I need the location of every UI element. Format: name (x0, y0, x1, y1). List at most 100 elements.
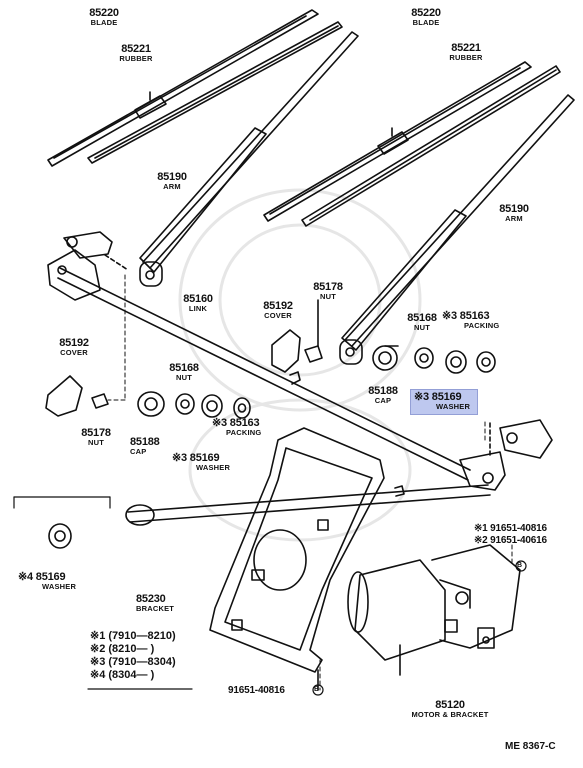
part-number: 85220 (411, 7, 441, 19)
bracket (209, 427, 385, 691)
legend-item: ※3 (7910—8304) (90, 656, 176, 668)
part-desc: RUBBER (119, 54, 153, 63)
part-desc: CAP (130, 447, 147, 456)
part-number: 85221 (451, 42, 481, 54)
part-number: 85188 (130, 436, 160, 448)
part-desc: WASHER (42, 582, 77, 591)
right-pivot-assembly (459, 419, 553, 491)
label-washer-4[interactable]: ※4 85169 WASHER (18, 572, 76, 591)
part-number: 85192 (263, 300, 293, 312)
drive-rod (125, 484, 491, 526)
label-packing-right[interactable]: ※3 85163 PACKING (442, 311, 499, 330)
part-number: 85178 (313, 281, 343, 293)
left-packing (233, 397, 251, 419)
part-desc: BLADE (412, 18, 440, 27)
label-washer-left[interactable]: ※3 85169 WASHER (172, 453, 230, 472)
left-arm (139, 31, 359, 287)
right-cap (372, 345, 399, 371)
part-desc: BLADE (90, 18, 118, 27)
left-small-nut (91, 393, 109, 409)
right-washer (445, 350, 467, 374)
label-cover-left[interactable]: 85192 COVER (52, 338, 96, 357)
part-desc: PACKING (464, 321, 500, 330)
part-number: 85188 (368, 385, 398, 397)
part-desc: COVER (60, 348, 88, 357)
label-nut-left-small[interactable]: 85178 NUT (74, 428, 118, 447)
part-desc: NUT (175, 373, 192, 382)
center-cover (271, 329, 301, 373)
part-desc: ARM (163, 182, 181, 191)
label-cap-left[interactable]: 85188 CAP (130, 437, 160, 456)
part-number: 85221 (121, 43, 151, 55)
label-arm-left[interactable]: 85190 ARM (150, 172, 194, 191)
part-number: 85190 (157, 171, 187, 183)
bolt-marker-right: B (517, 562, 523, 569)
legend-item: ※2 (8210— ) (90, 643, 155, 655)
label-motor[interactable]: 85120 MOTOR & BRACKET (380, 700, 520, 719)
left-cap (137, 391, 165, 417)
label-rubber-right[interactable]: 85221 RUBBER (438, 43, 494, 62)
label-arm-right[interactable]: 85190 ARM (492, 204, 536, 223)
right-blade (263, 61, 532, 222)
part-number: 85190 (499, 203, 529, 215)
center-nut (304, 299, 323, 363)
legend-item: ※1 (7910—8210) (90, 630, 176, 642)
part-desc: NUT (413, 323, 430, 332)
label-washer-right[interactable]: ※3 85169 WASHER (414, 392, 470, 411)
label-cover-center[interactable]: 85192 COVER (256, 301, 300, 320)
part-desc: BRACKET (136, 604, 175, 613)
label-bracket[interactable]: 85230 BRACKET (136, 594, 174, 613)
part-desc: NUT (87, 438, 104, 447)
part-desc: COVER (264, 311, 292, 320)
link-rod (57, 267, 471, 481)
watermark-logo (178, 188, 422, 542)
left-nut (175, 393, 195, 415)
right-arm (339, 94, 575, 365)
label-blade-right[interactable]: 85220 BLADE (396, 8, 456, 27)
part-number: 85220 (89, 7, 119, 19)
washer-4-bracket-line (13, 496, 111, 509)
right-nut (414, 347, 434, 369)
selected-part-highlight[interactable] (410, 389, 478, 415)
bolt-markers (312, 560, 527, 696)
part-number: 85230 (136, 593, 166, 605)
label-blade-left[interactable]: 85220 BLADE (74, 8, 134, 27)
part-desc: WASHER (196, 463, 231, 472)
label-nut-right[interactable]: 85168 NUT (400, 313, 444, 332)
part-desc: WASHER (436, 402, 471, 411)
left-blade (47, 9, 319, 167)
label-bolt-1[interactable]: ※1 91651-40816 (474, 523, 547, 534)
bolt-marker-bottom: B (314, 686, 320, 693)
part-number: 85120 (435, 699, 465, 711)
leader-lines (107, 274, 513, 691)
label-nut-left[interactable]: 85168 NUT (162, 363, 206, 382)
left-washer (201, 394, 223, 418)
legend-item: ※4 (8304— ) (90, 669, 155, 681)
part-number: ※3 85169 (414, 391, 462, 403)
label-packing-left[interactable]: ※3 85163 PACKING (212, 418, 261, 437)
part-desc: PACKING (226, 428, 262, 437)
part-number: 85178 (81, 427, 111, 439)
part-desc: ARM (505, 214, 523, 223)
label-bolt-2[interactable]: ※2 91651-40616 (474, 535, 547, 546)
label-rubber-left[interactable]: 85221 RUBBER (108, 44, 164, 63)
label-nut-center[interactable]: 85178 NUT (306, 282, 350, 301)
motor (347, 544, 521, 676)
right-packing (476, 351, 496, 373)
left-rubber (87, 21, 343, 164)
part-desc: NUT (319, 292, 336, 301)
washer-4 (48, 523, 72, 549)
right-rubber (301, 65, 561, 227)
part-number: 85192 (59, 337, 89, 349)
left-pivot-assembly (47, 231, 129, 301)
part-desc: MOTOR & BRACKET (411, 710, 489, 719)
label-link[interactable]: 85160 LINK (176, 294, 220, 313)
footer-code: ME 8367-C (505, 741, 556, 752)
label-bolt-bottom[interactable]: 91651-40816 (228, 685, 285, 696)
part-desc: LINK (188, 304, 208, 313)
part-number: 85160 (183, 293, 213, 305)
part-number: ※3 85163 (212, 417, 260, 429)
label-cap-right[interactable]: 85188 CAP (362, 386, 404, 405)
